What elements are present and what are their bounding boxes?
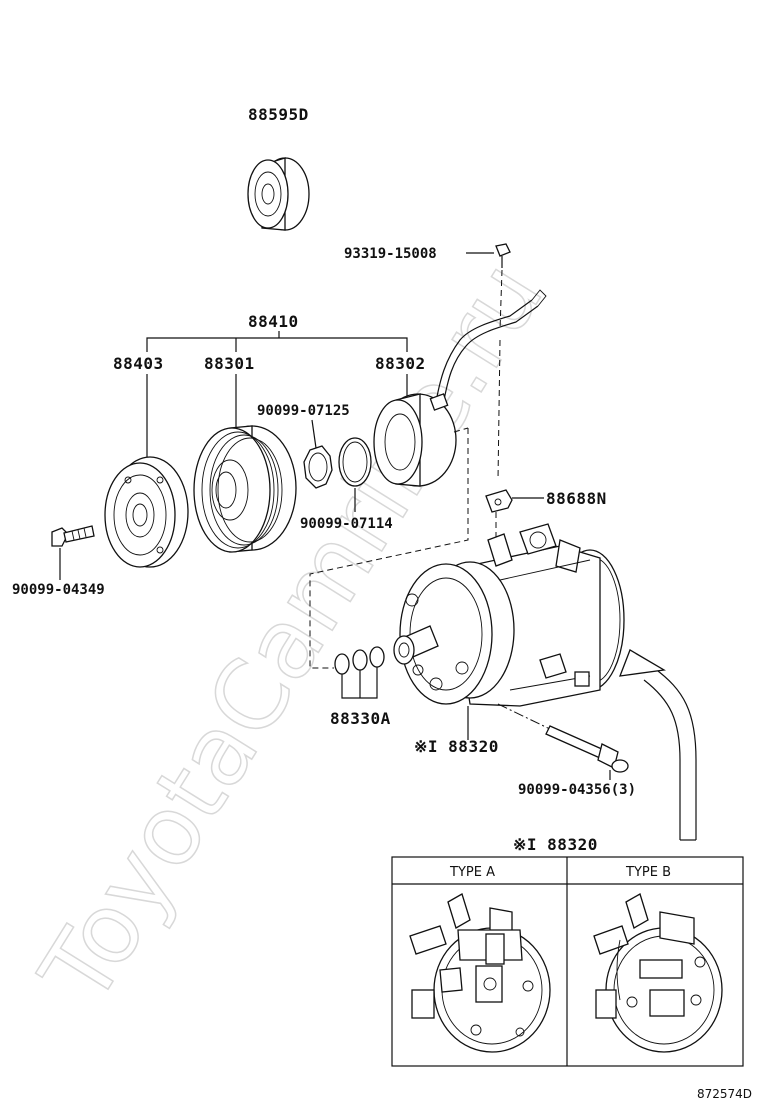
label-90099-04356: 90099-04356(3) [518,782,636,798]
screw-93319-15008 [495,243,511,268]
bolt-90099-04356 [545,725,629,773]
stator-coil-88302 [373,289,547,487]
compressor-type-a [409,893,551,1053]
label-88320: ※I 88320 [414,737,499,756]
label-90099-07125: 90099-07125 [257,403,350,419]
inset-box [391,856,744,1067]
inset-type-b-label: TYPE B [625,865,671,880]
label-88688N: 88688N [546,489,607,508]
bolt-90099-04349 [51,525,95,547]
idler-pulley-88595D [247,157,310,231]
snap-ring-90099-07125 [303,445,333,489]
label-90099-07114: 90099-07114 [300,516,393,532]
clutch-hub-88403 [104,456,189,568]
label-90099-04349: 90099-04349 [12,582,105,598]
label-88330A: 88330A [330,709,391,728]
label-88403: 88403 [113,354,164,373]
diagram-id: 872574D [697,1087,752,1101]
label-88410: 88410 [248,312,299,331]
arrow-to-inset [618,649,697,841]
inset-title: ※I 88320 [513,835,598,854]
ring-90099-07114 [338,437,372,487]
pulley-88301 [193,425,297,553]
compressor-88320 [393,523,625,707]
clamp-88688N [485,489,513,513]
label-93319-15008: 93319-15008 [344,246,437,262]
label-88302: 88302 [375,354,426,373]
inset-type-a-label: TYPE A [449,865,495,880]
compressor-type-b [593,893,723,1053]
label-88301: 88301 [204,354,255,373]
label-88595D: 88595D [248,105,309,124]
